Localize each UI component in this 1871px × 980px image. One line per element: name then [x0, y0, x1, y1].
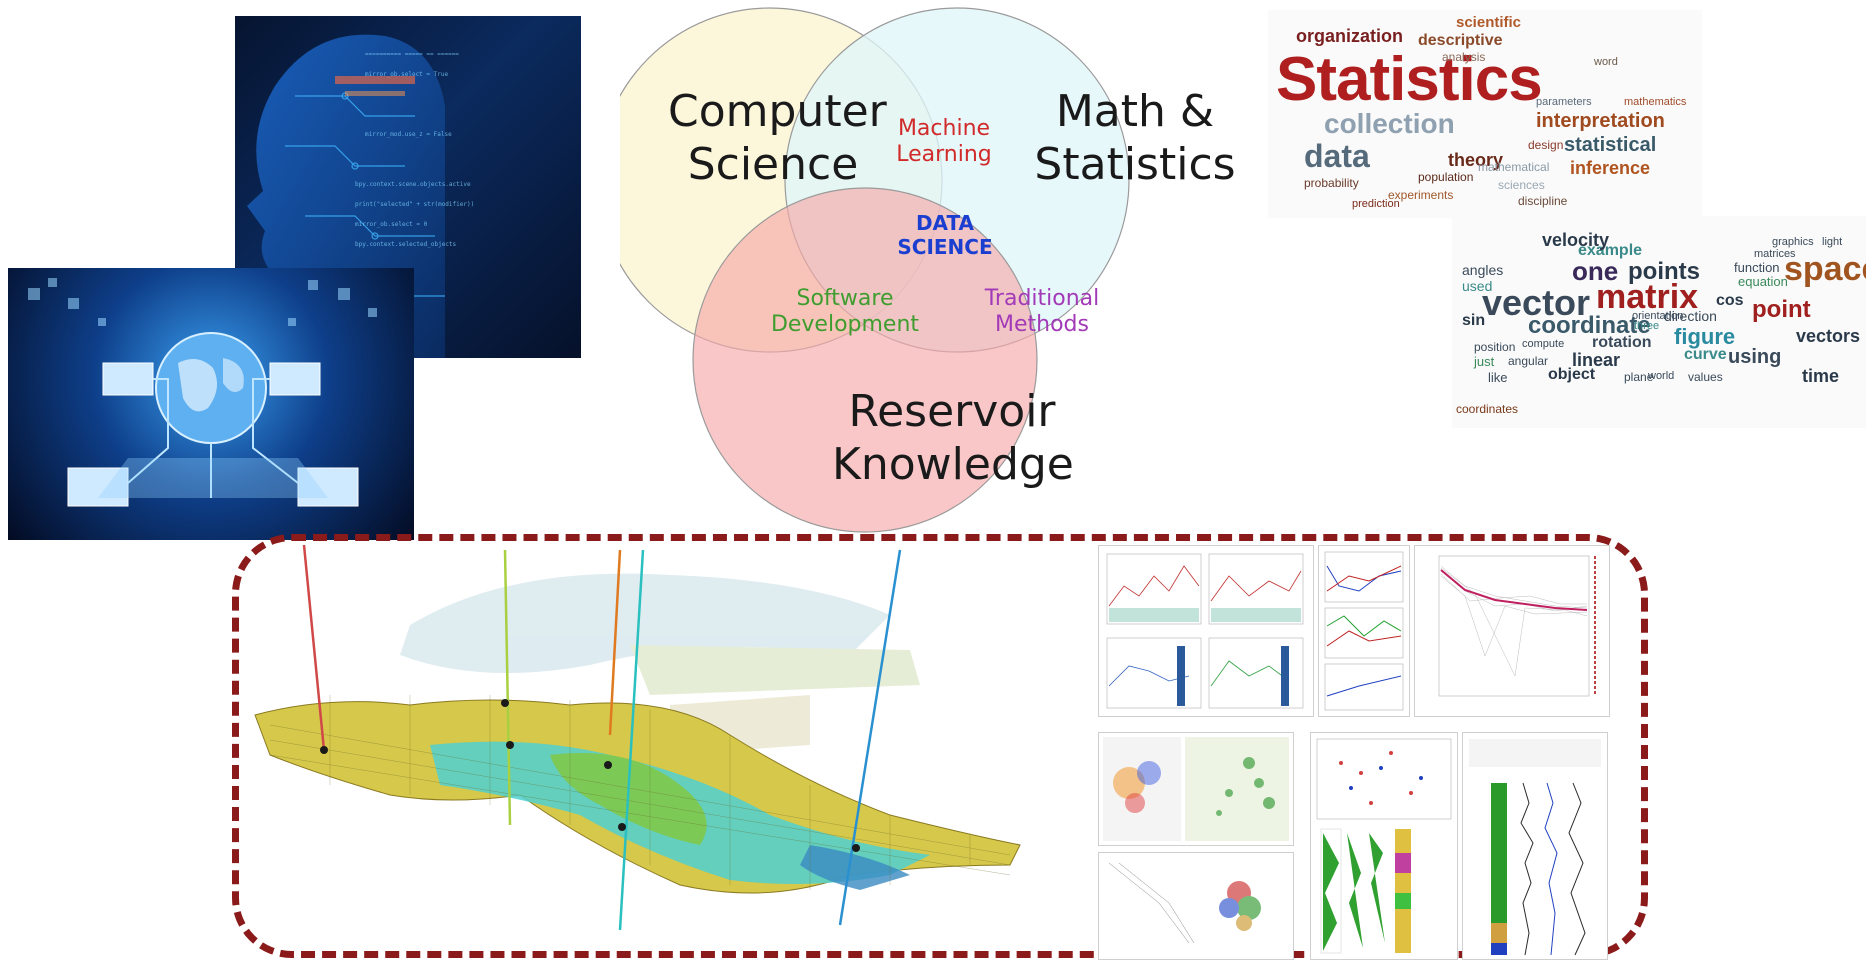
wc-probability: probability — [1304, 176, 1359, 190]
wc-organization: organization — [1296, 26, 1403, 46]
wc-vector: vector — [1482, 282, 1591, 323]
svg-text:bpy.context.selected_objects: bpy.context.selected_objects — [355, 241, 457, 248]
wc-curve: curve — [1684, 346, 1727, 363]
wc-direction: direction — [1664, 308, 1717, 324]
wc-matrix: matrix — [1596, 278, 1699, 316]
svg-text:mirror_ob.select = True: mirror_ob.select = True — [365, 71, 448, 78]
wc-example: example — [1578, 242, 1643, 259]
wc-coordinate: coordinate — [1528, 312, 1651, 339]
wc-theory: theory — [1448, 150, 1504, 170]
wc-analysis: analysis — [1442, 50, 1486, 64]
wc-position: position — [1474, 340, 1516, 354]
wc-velocity: velocity — [1542, 230, 1610, 250]
wc-equation: equation — [1738, 274, 1788, 289]
svg-text:mirror_ob.select = 0: mirror_ob.select = 0 — [355, 221, 428, 228]
wc-space: space — [1784, 250, 1866, 288]
log-track-panel — [1462, 732, 1608, 960]
wc-sciences: sciences — [1498, 178, 1545, 192]
map-panel — [1098, 732, 1294, 846]
wc-figure: figure — [1674, 324, 1736, 349]
reservoir-3d-model — [254, 545, 1021, 931]
wc-vectors: vectors — [1796, 326, 1861, 346]
reservoir-knowledge-circle — [692, 187, 1038, 533]
wc-function: function — [1734, 260, 1780, 275]
network-globe-image — [8, 268, 414, 540]
math-statistics-label: Math &Statistics — [1034, 86, 1236, 190]
wc-orientation: orientation — [1632, 310, 1684, 322]
wc-experiments: experiments — [1388, 188, 1454, 202]
wc-prediction: prediction — [1352, 198, 1400, 210]
wc-compute: compute — [1522, 338, 1565, 350]
wc-collection: collection — [1324, 108, 1455, 139]
wc-like: like — [1488, 370, 1508, 385]
vector-word-cloud: vector matrix space coordinate points on… — [1452, 216, 1866, 428]
svg-text:========== ===== == ======: ========== ===== == ====== — [365, 51, 459, 58]
wc-world: world — [1648, 370, 1675, 382]
wc-rotation: rotation — [1592, 334, 1652, 351]
wc-matrices: matrices — [1754, 248, 1796, 260]
wc-coordinates: coordinates — [1456, 402, 1519, 416]
wc-linear: linear — [1572, 350, 1621, 370]
dashed-frame — [232, 534, 1648, 958]
wc-inference: inference — [1570, 158, 1651, 178]
wc-statistics: Statistics — [1276, 45, 1543, 114]
wc-mathematics: mathematics — [1624, 96, 1687, 108]
wc-sin: sin — [1462, 312, 1486, 329]
wc-discipline: discipline — [1518, 194, 1568, 208]
wc-just: just — [1474, 354, 1495, 369]
scatter-panel — [1098, 852, 1294, 960]
wc-angles: angles — [1462, 262, 1504, 278]
wc-point: point — [1752, 296, 1811, 323]
statistics-word-cloud: organization descriptive scientific Stat… — [1268, 10, 1702, 218]
wc-population: population — [1418, 170, 1474, 184]
wc-using: using — [1728, 346, 1782, 368]
wc-word: word — [1594, 56, 1618, 68]
well-log-panel — [1310, 732, 1458, 960]
network-globe-icon — [28, 278, 377, 507]
wc-three: three — [1634, 320, 1660, 332]
wc-cos: cos — [1716, 292, 1744, 309]
wc-mathematical: mathematical — [1478, 160, 1550, 174]
wc-plane: plane — [1624, 370, 1654, 384]
wc-interpretation: interpretation — [1536, 110, 1665, 132]
production-charts-panel — [1098, 545, 1314, 717]
wc-points: points — [1628, 258, 1700, 285]
wc-statistical: statistical — [1564, 134, 1657, 156]
wc-data: data — [1304, 138, 1370, 174]
svg-text:bpy.context.scene.objects.acti: bpy.context.scene.objects.active — [355, 181, 471, 188]
wc-values: values — [1688, 370, 1723, 384]
wc-descriptive: descriptive — [1418, 32, 1503, 49]
wc-graphics: graphics — [1772, 236, 1814, 248]
type-curve-panel — [1414, 545, 1610, 717]
wc-time: time — [1802, 366, 1840, 386]
wc-scientific: scientific — [1456, 14, 1522, 31]
wc-used: used — [1462, 278, 1493, 294]
wc-parameters: parameters — [1536, 96, 1592, 108]
svg-text:mirror_mod.use_z = False: mirror_mod.use_z = False — [365, 131, 452, 138]
decline-curves-panel — [1318, 545, 1410, 717]
wc-one: one — [1572, 256, 1619, 286]
wc-object: object — [1548, 366, 1596, 383]
wc-design: design — [1528, 138, 1564, 152]
wc-light: light — [1822, 236, 1843, 248]
wc-angular: angular — [1508, 354, 1549, 368]
venn-diagram — [620, 7, 1130, 533]
svg-text:print("selected" + str(modifie: print("selected" + str(modifier)) — [355, 201, 474, 208]
